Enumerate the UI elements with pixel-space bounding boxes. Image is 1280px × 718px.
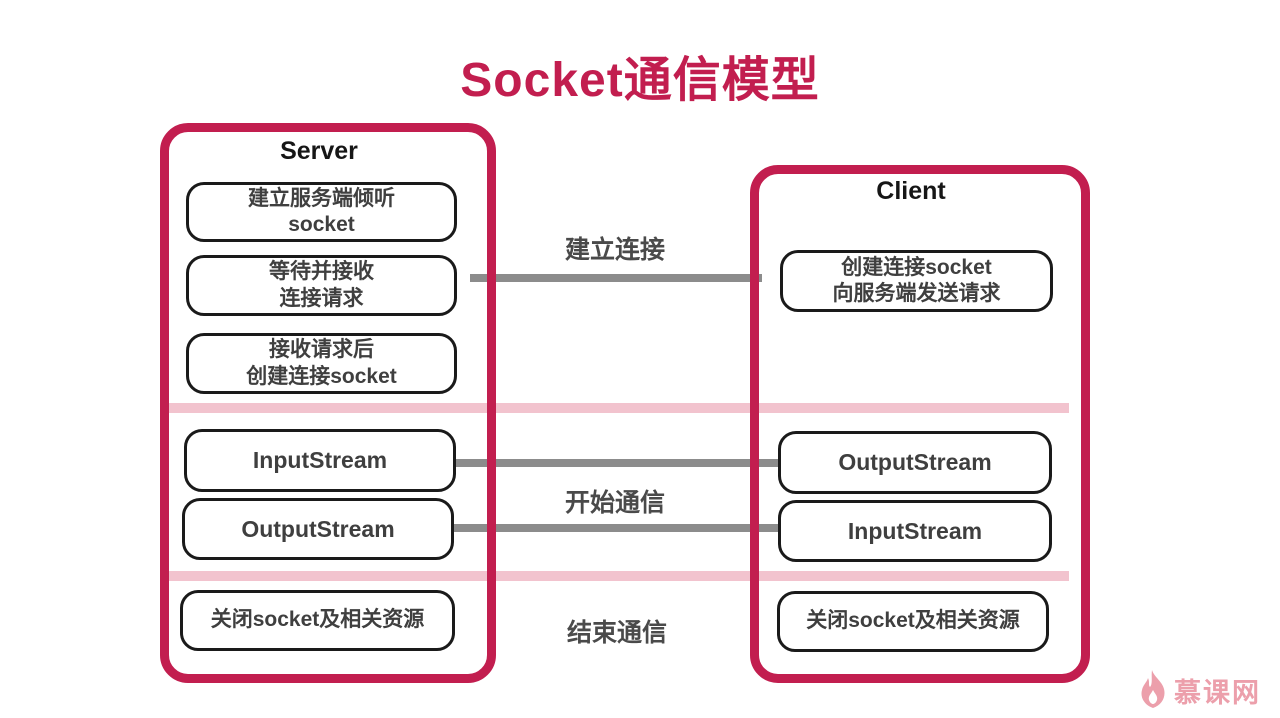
- server-step-create-conn-socket: 接收请求后 创建连接socket: [186, 333, 457, 394]
- server-step-output-stream: OutputStream: [182, 498, 454, 560]
- flame-icon: [1138, 670, 1168, 710]
- connector-establish-connection: [470, 274, 762, 282]
- step-line: OutputStream: [838, 449, 992, 476]
- logo-text: 慕课网: [1174, 677, 1261, 708]
- server-step-close-socket: 关闭socket及相关资源: [180, 590, 455, 651]
- phase-label-start-communication: 开始通信: [564, 489, 665, 517]
- step-line: 等待并接收: [269, 260, 374, 284]
- client-step-output-stream: OutputStream: [778, 431, 1052, 494]
- server-step-create-listen-socket: 建立服务端倾听 socket: [186, 182, 457, 242]
- connector-inputstream-outputstream: [455, 459, 782, 467]
- step-line: 建立服务端倾听: [248, 186, 395, 210]
- step-line: 关闭socket及相关资源: [210, 608, 425, 632]
- step-line: OutputStream: [241, 515, 395, 542]
- phase-divider-band-top: [163, 403, 1069, 413]
- step-line: InputStream: [847, 517, 983, 544]
- client-panel-title: Client: [876, 177, 946, 205]
- step-line: socket: [288, 213, 355, 236]
- page-title: Socket通信模型: [460, 54, 820, 107]
- connector-outputstream-inputstream: [453, 524, 782, 532]
- client-step-create-conn-socket-send: 创建连接socket 向服务端发送请求: [780, 250, 1053, 312]
- server-step-input-stream: InputStream: [184, 429, 456, 492]
- server-panel-title: Server: [280, 137, 358, 165]
- step-line: 向服务端发送请求: [832, 282, 1001, 305]
- step-line: 关闭socket及相关资源: [806, 609, 1020, 633]
- client-step-input-stream: InputStream: [778, 500, 1052, 562]
- phase-divider-band-bottom: [163, 571, 1069, 581]
- step-line: 创建连接socket: [246, 364, 397, 388]
- server-step-wait-accept-request: 等待并接收 连接请求: [186, 255, 457, 316]
- phase-label-establish-connection: 建立连接: [564, 236, 665, 264]
- step-line: 创建连接socket: [841, 255, 992, 279]
- phase-label-end-communication: 结束通信: [566, 619, 667, 647]
- client-panel-background: [750, 165, 1072, 665]
- imooc-logo: 慕课网: [1138, 670, 1261, 710]
- step-line: 连接请求: [279, 286, 364, 310]
- step-line: InputStream: [252, 447, 388, 474]
- client-step-close-socket: 关闭socket及相关资源: [777, 591, 1049, 652]
- step-line: 接收请求后: [269, 338, 374, 362]
